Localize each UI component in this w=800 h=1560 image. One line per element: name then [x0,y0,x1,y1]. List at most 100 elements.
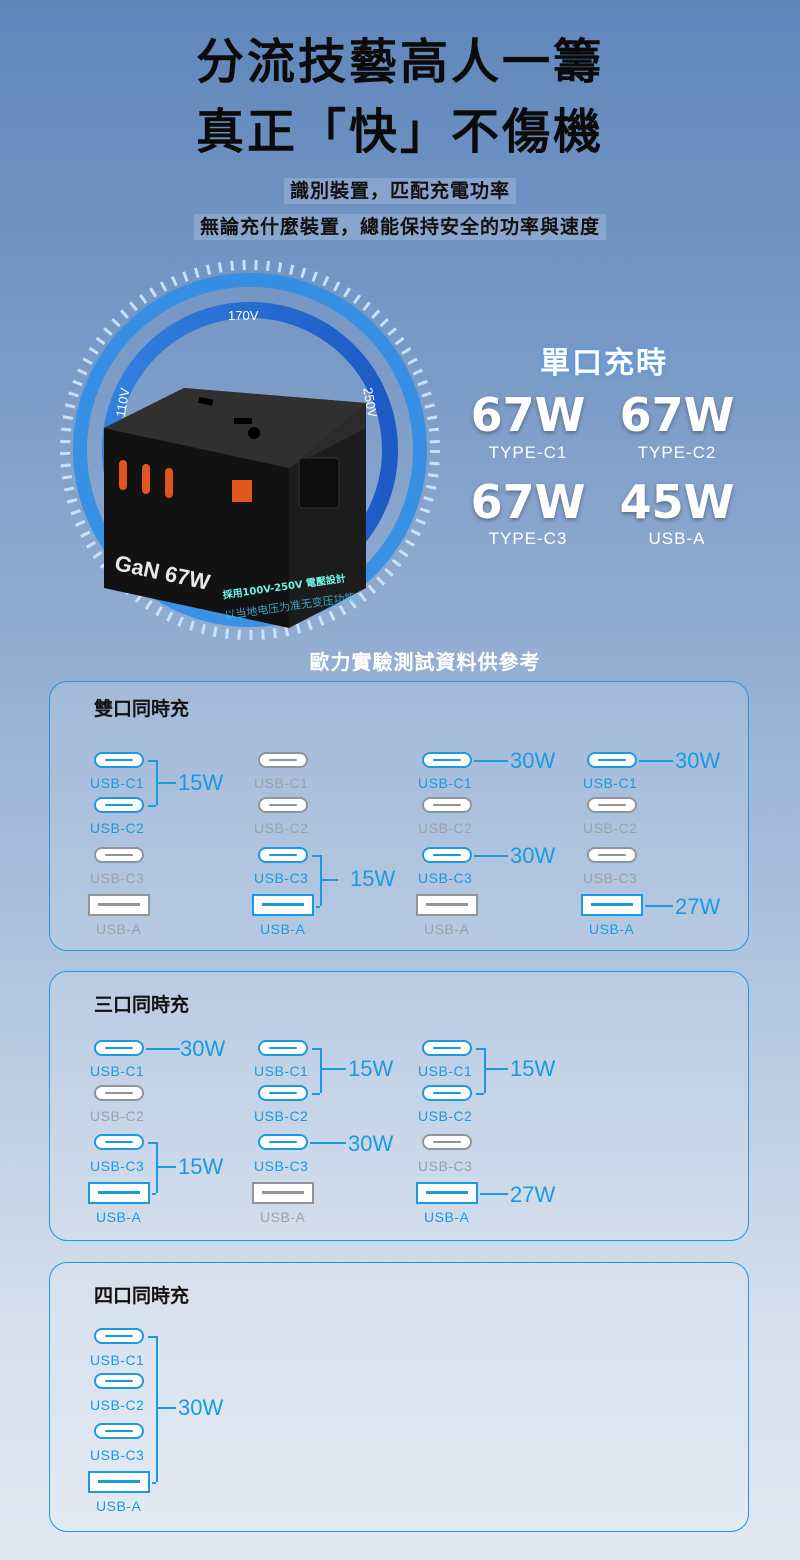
usb-a-label: USB-A [424,1209,470,1225]
bracket-line [310,1142,346,1144]
usb-c1-port [94,752,144,768]
quad-port-title: 四口同時充 [94,1285,190,1307]
usb-c3-port [94,1423,144,1439]
watt-label: 15W [178,1154,224,1179]
usb-a-label: USB-A [260,1209,306,1225]
usb-a-port [88,894,150,916]
bracket-line [148,760,156,762]
usb-c1-port [258,1040,308,1056]
bracket-line [320,1048,322,1093]
usb-c2-label: USB-C2 [90,1397,145,1413]
usb-c2-label: USB-C2 [90,820,145,836]
usb-a-port [581,894,643,916]
usb-a-label: USB-A [96,921,142,937]
bracket-line [645,905,673,907]
usb-a-port [252,1182,314,1204]
usb-c1-port [94,1328,144,1344]
bracket-line [156,1407,176,1409]
usb-c1-label: USB-C1 [583,775,638,791]
usb-c2-port [587,797,637,813]
headline-line2: 真正「快」不傷機 [195,104,604,160]
usb-c1-label: USB-C1 [254,775,309,791]
usb-c3-port [258,847,308,863]
bracket-line [312,855,320,857]
bracket-line [484,1048,486,1093]
watt-label: 27W [510,1182,556,1207]
single-watt-c3: 67W [470,475,586,529]
bracket-line [156,1166,176,1168]
usb-c2-label: USB-C2 [254,1108,309,1124]
usb-a-port [416,894,478,916]
dual-port-panel: 雙口同時充 USB-C1 USB-C2 USB-C3 USB-A 15W USB… [49,681,749,951]
bracket-line [156,782,176,784]
usb-c3-port [587,847,637,863]
single-name-c1: TYPE-C1 [488,443,568,462]
watt-label: 15W [348,1056,394,1081]
usb-c1-label: USB-C1 [254,1063,309,1079]
bracket-line [476,1048,484,1050]
single-port-title: 單口充時 [540,346,668,381]
usb-a-port [252,894,314,916]
usb-c1-label: USB-C1 [90,1352,145,1368]
bracket-line [156,1142,158,1193]
usb-c3-label: USB-C3 [254,870,309,886]
usb-a-port [88,1182,150,1204]
watt-label: 15W [510,1056,556,1081]
test-data-note: 歐力實驗測試資料供參考 [309,650,541,674]
bracket-line [152,1193,156,1195]
watt-label: 15W [350,866,396,891]
usb-c2-label: USB-C2 [418,1108,473,1124]
usb-c2-label: USB-C2 [583,820,638,836]
subhead-line2: 無論充什麼裝置，總能保持安全的功率與速度 [0,212,800,240]
bracket-line [146,1048,180,1050]
usb-c1-port [258,752,308,768]
usb-a-label: USB-A [96,1209,142,1225]
usb-c1-port [94,1040,144,1056]
usb-c2-label: USB-C2 [254,820,309,836]
usb-c3-label: USB-C3 [583,870,638,886]
travel-adapter-image: GaN 67W 採用100V-250V 電壓設計 以当地电压为准无变压功能 [104,388,366,628]
bracket-line [320,879,338,881]
usb-c2-port [422,1085,472,1101]
bracket-line [156,1336,158,1482]
usb-c3-label: USB-C3 [90,870,145,886]
quad-port-panel: 四口同時充 USB-C1 USB-C2 USB-C3 USB-A 30W [49,1262,749,1532]
bracket-line [476,1093,484,1095]
bracket-line [148,1142,156,1144]
usb-c3-port [422,1134,472,1150]
usb-c2-port [94,1373,144,1389]
usb-c2-port [258,797,308,813]
usb-c1-label: USB-C1 [418,1063,473,1079]
usb-c3-port [422,847,472,863]
usb-c1-port [422,752,472,768]
usb-c1-label: USB-C1 [90,1063,145,1079]
usb-c3-port [94,1134,144,1150]
bracket-line [312,1048,320,1050]
usb-c3-label: USB-C3 [418,1158,473,1174]
single-name-c2: TYPE-C2 [637,443,717,462]
usb-c1-label: USB-C1 [418,775,473,791]
headline-line1: 分流技藝高人一籌 [195,34,604,90]
usb-a-label: USB-A [589,921,635,937]
usb-c3-port [94,847,144,863]
bracket-line [320,855,322,906]
usb-c2-port [258,1085,308,1101]
bracket-line [474,855,508,857]
watt-label: 30W [510,843,556,868]
usb-c2-port [94,1085,144,1101]
triple-port-title: 三口同時充 [94,994,190,1016]
subhead-line1: 識別裝置，匹配充電功率 [0,176,800,204]
watt-label: 15W [178,770,224,795]
usb-c1-port [422,1040,472,1056]
watt-label: 30W [675,748,721,773]
bracket-line [148,1336,156,1338]
usb-c1-port [587,752,637,768]
usb-c2-port [94,797,144,813]
single-watt-c1: 67W [470,388,586,442]
watt-label: 27W [675,894,721,919]
gauge-top-label: 170V [228,308,259,323]
usb-c2-label: USB-C2 [90,1108,145,1124]
bracket-line [312,1093,320,1095]
single-watt-c2: 67W [619,388,735,442]
bracket-line [152,1482,156,1484]
